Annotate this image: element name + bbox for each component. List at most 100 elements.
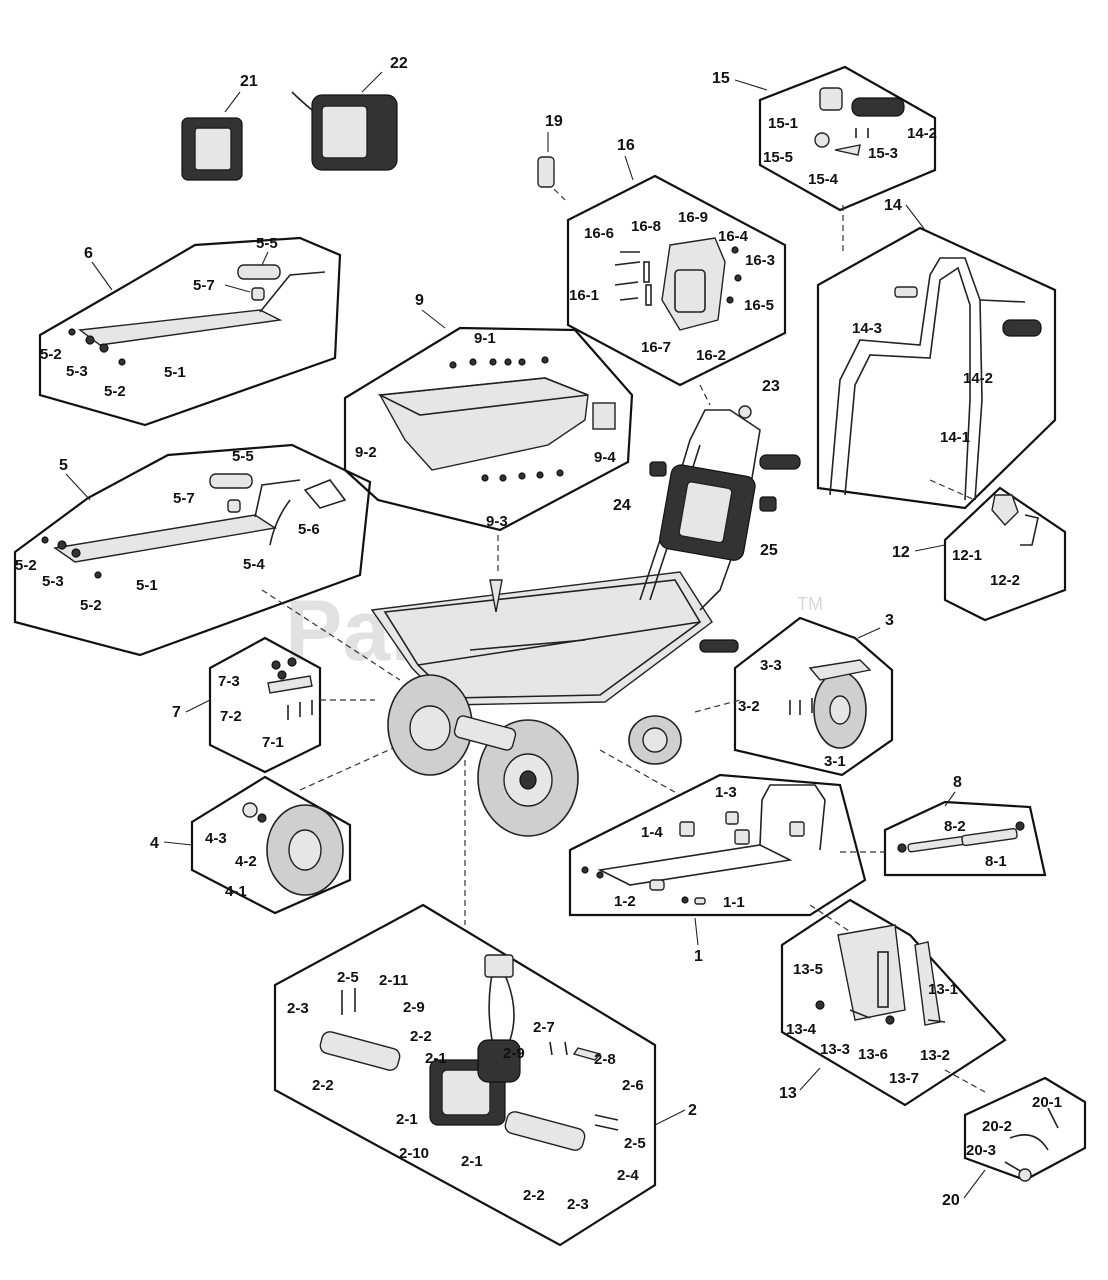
svg-text:2-9: 2-9 xyxy=(503,1045,525,1062)
label-group-1: 1 xyxy=(694,948,703,965)
svg-text:1-2: 1-2 xyxy=(614,893,636,910)
svg-text:13-5: 13-5 xyxy=(793,961,823,978)
label-group-12: 12 xyxy=(892,544,910,561)
group-12-parts xyxy=(991,494,1039,546)
svg-text:2-2: 2-2 xyxy=(312,1077,334,1094)
svg-text:1-1: 1-1 xyxy=(723,894,745,911)
svg-text:2-1: 2-1 xyxy=(425,1050,447,1067)
svg-text:5-1: 5-1 xyxy=(164,364,186,381)
label-group-7: 7 xyxy=(172,704,181,721)
svg-text:16-3: 16-3 xyxy=(745,252,775,269)
svg-text:8-1: 8-1 xyxy=(985,853,1007,870)
svg-text:13-7: 13-7 xyxy=(889,1070,919,1087)
group-5-frame xyxy=(13,443,372,657)
svg-text:4-1: 4-1 xyxy=(225,883,247,900)
svg-text:16-5: 16-5 xyxy=(744,297,774,314)
group-6-frame xyxy=(38,236,342,427)
svg-text:16-1: 16-1 xyxy=(569,287,599,304)
svg-text:16-2: 16-2 xyxy=(696,347,726,364)
svg-text:14-2: 14-2 xyxy=(907,125,937,142)
svg-text:5-3: 5-3 xyxy=(66,363,88,380)
svg-text:2-5: 2-5 xyxy=(624,1135,646,1152)
svg-text:5-4: 5-4 xyxy=(243,556,265,573)
svg-text:16-7: 16-7 xyxy=(641,339,671,356)
watermark-trademark: TM xyxy=(797,594,823,614)
svg-text:5-6: 5-6 xyxy=(298,521,320,538)
svg-text:2-2: 2-2 xyxy=(410,1028,432,1045)
svg-text:2-3: 2-3 xyxy=(287,1000,309,1017)
leader-lines xyxy=(65,79,986,1199)
svg-text:14-1: 14-1 xyxy=(940,429,970,446)
svg-text:5-5: 5-5 xyxy=(232,448,254,465)
group-16-parts xyxy=(614,237,742,331)
svg-text:5-1: 5-1 xyxy=(136,577,158,594)
label-group-3: 3 xyxy=(885,612,894,629)
group-16-frame xyxy=(566,174,787,387)
svg-text:2-10: 2-10 xyxy=(399,1145,429,1162)
svg-text:16-4: 16-4 xyxy=(718,228,749,245)
svg-text:2-1: 2-1 xyxy=(396,1111,418,1128)
svg-text:13-2: 13-2 xyxy=(920,1047,950,1064)
svg-text:5-7: 5-7 xyxy=(173,490,195,507)
svg-text:7-1: 7-1 xyxy=(262,734,284,751)
svg-text:15-3: 15-3 xyxy=(868,145,898,162)
label-group-6: 6 xyxy=(84,245,93,262)
svg-text:20-3: 20-3 xyxy=(966,1142,996,1159)
svg-text:3-2: 3-2 xyxy=(738,698,760,715)
callout-labels: 21 22 19 23 24 25 6 5 9 16 15 14 12 3 7 … xyxy=(15,55,1062,1213)
group-14-frame xyxy=(816,226,1057,510)
label-group-15: 15 xyxy=(712,70,730,87)
label-group-4: 4 xyxy=(150,835,159,852)
part-21-battery xyxy=(181,91,243,181)
group-2-frame xyxy=(273,903,657,1247)
group-20-parts xyxy=(1004,1107,1059,1182)
svg-text:13-3: 13-3 xyxy=(820,1041,850,1058)
svg-text:7-2: 7-2 xyxy=(220,708,242,725)
svg-text:5-2: 5-2 xyxy=(104,383,126,400)
svg-text:2-2: 2-2 xyxy=(523,1187,545,1204)
svg-text:5-2: 5-2 xyxy=(15,557,37,574)
label-19: 19 xyxy=(545,113,563,130)
group-9-parts xyxy=(377,356,616,482)
connector-lines xyxy=(261,174,986,1093)
svg-text:5-2: 5-2 xyxy=(80,597,102,614)
label-group-8: 8 xyxy=(953,774,962,791)
group-5-parts xyxy=(41,473,347,579)
svg-text:2-1: 2-1 xyxy=(461,1153,483,1170)
group-4-frame xyxy=(190,775,352,915)
svg-text:15-5: 15-5 xyxy=(763,149,793,166)
svg-text:2-5: 2-5 xyxy=(337,969,359,986)
label-22: 22 xyxy=(390,55,408,72)
svg-text:14-3: 14-3 xyxy=(852,320,882,337)
svg-text:1-4: 1-4 xyxy=(641,824,663,841)
svg-text:13-4: 13-4 xyxy=(786,1021,817,1038)
group-15-frame xyxy=(758,65,937,212)
group-12-frame xyxy=(943,486,1067,622)
label-group-5: 5 xyxy=(59,457,68,474)
label-group-9: 9 xyxy=(415,292,424,309)
svg-text:2-9: 2-9 xyxy=(403,999,425,1016)
group-2-parts xyxy=(319,954,619,1151)
group-8-parts xyxy=(897,821,1025,853)
svg-text:5-2: 5-2 xyxy=(40,346,62,363)
group-8-frame xyxy=(883,800,1047,877)
svg-text:9-3: 9-3 xyxy=(486,513,508,530)
label-21: 21 xyxy=(240,73,258,90)
svg-text:15-4: 15-4 xyxy=(808,171,839,188)
svg-text:4-2: 4-2 xyxy=(235,853,257,870)
svg-text:7-3: 7-3 xyxy=(218,673,240,690)
group-7-parts xyxy=(267,657,313,720)
svg-text:5-5: 5-5 xyxy=(256,235,278,252)
svg-text:8-2: 8-2 xyxy=(944,818,966,835)
group-7-frame xyxy=(208,636,322,774)
label-25: 25 xyxy=(760,542,778,559)
part-19-clip xyxy=(537,132,555,188)
svg-text:12-1: 12-1 xyxy=(952,547,982,564)
svg-text:2-8: 2-8 xyxy=(594,1051,616,1068)
group-13-frame xyxy=(780,898,1007,1107)
svg-text:13-1: 13-1 xyxy=(928,981,958,998)
label-group-16: 16 xyxy=(617,137,635,154)
svg-text:12-2: 12-2 xyxy=(990,572,1020,589)
svg-text:13-6: 13-6 xyxy=(858,1046,888,1063)
